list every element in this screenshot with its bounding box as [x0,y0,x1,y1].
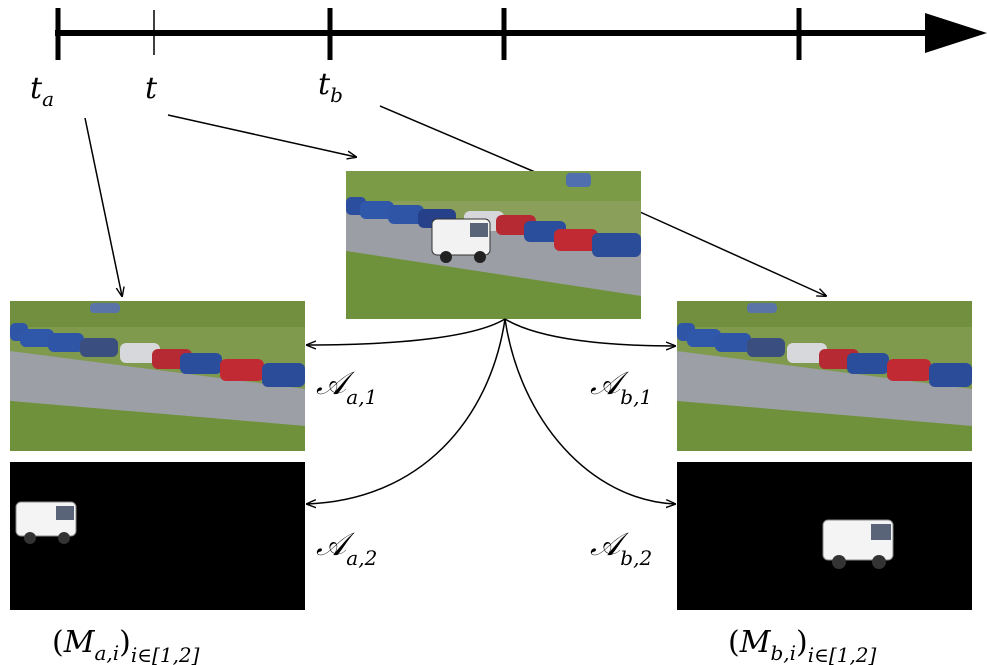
arrow-a1 [307,318,506,345]
arrow-t-to-current [167,114,356,157]
arrow-a2 [307,318,506,504]
arrow-tb-to-frame-b [379,105,536,173]
label-t: t [145,71,158,106]
timeline-arrowhead [925,13,987,53]
timeline-arrows [84,105,826,296]
mask-a [10,462,305,610]
van-mask-right-icon [822,519,894,569]
set-label-a: (Ma,i)i∈[1,2] [52,625,200,665]
van-mask-left-icon [15,501,77,544]
timeline: ta t tb [30,8,987,111]
mapping-arrows [307,318,675,504]
current-frame [346,171,641,319]
mask-b [677,462,972,610]
frame-a [10,301,305,451]
arrow-b2 [504,318,675,504]
label-b1: 𝒜b,1 [590,364,652,409]
arrow-current-to-frame-b [639,211,826,296]
arrow-ta-to-frame-a [84,117,122,296]
label-tb: tb [318,67,343,107]
arrow-b1 [504,318,675,346]
label-a1: 𝒜a,1 [316,364,377,409]
label-ta: ta [30,71,54,111]
label-a2: 𝒜a,2 [316,525,377,570]
van-icon [431,218,491,263]
label-b2: 𝒜b,2 [590,525,652,570]
frame-b [677,301,972,451]
set-label-b: (Mb,i)i∈[1,2] [728,625,877,665]
